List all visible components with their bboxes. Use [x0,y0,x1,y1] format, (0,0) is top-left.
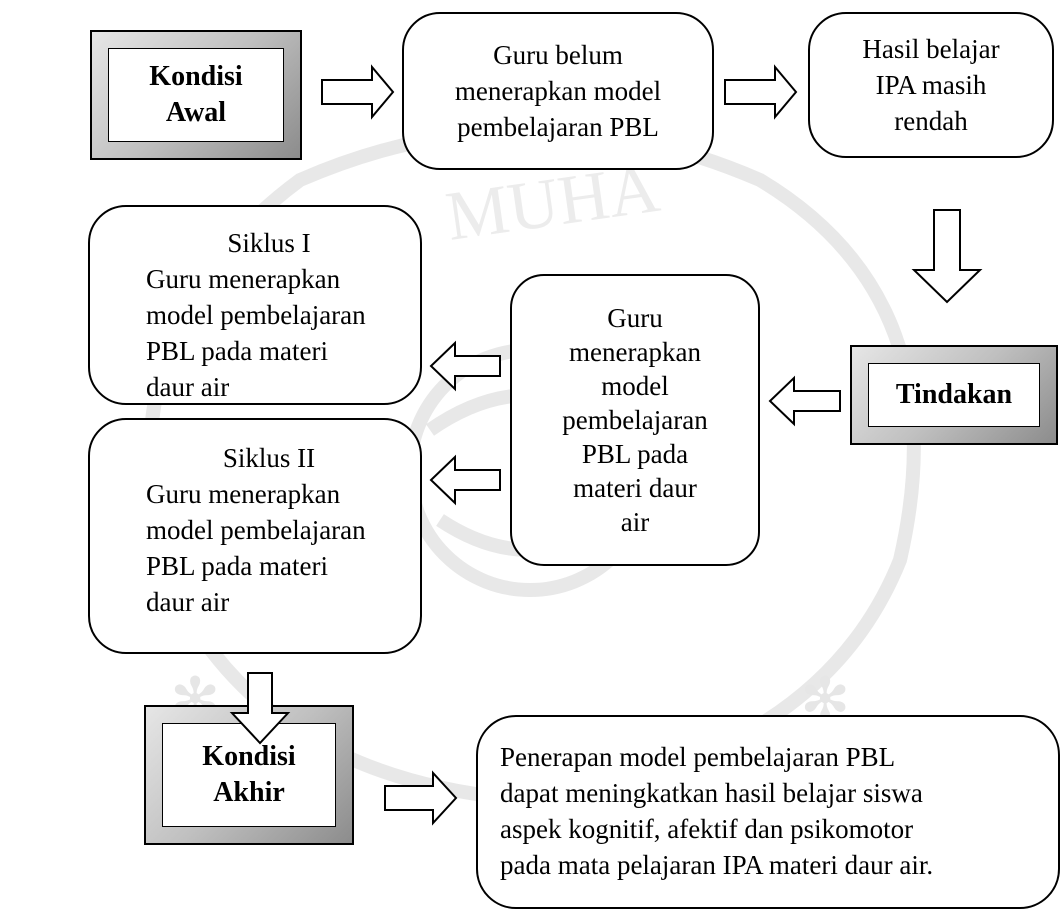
siklus-1-line-1: Guru menerapkan [146,264,341,294]
guru-belum-box: Guru belum menerapkan model pembelajaran… [402,12,714,170]
arrow-right-1 [321,64,395,120]
siklus-2-line-1: Guru menerapkan [146,479,341,509]
siklus-1-line-2: model pembelajaran [146,300,366,330]
arrow-left-3 [429,454,501,506]
arrow-left-1 [768,375,841,427]
guru-menerapkan-line-7: air [620,507,650,537]
siklus-1-line-4: daur air [146,372,230,402]
guru-belum-line-3: pembelajaran PBL [457,112,659,142]
hasil-belajar-box: Hasil belajar IPA masih rendah [808,12,1054,158]
guru-menerapkan-line-2: menerapkan [569,337,701,367]
siklus-1-box: Siklus I Guru menerapkan model pembelaja… [88,205,422,405]
penerapan-line-3: aspek kognitif, afektif dan psikomotor [500,814,914,844]
arrow-right-3 [384,770,458,826]
kondisi-akhir-line-2: Akhir [213,777,285,808]
penerapan-line-4: pada mata pelajaran IPA materi daur air. [500,850,934,880]
guru-menerapkan-box: Guru menerapkan model pembelajaran PBL p… [510,274,760,566]
arrow-right-2 [724,64,798,120]
kondisi-awal-line-2: Awal [165,97,227,128]
tindakan-label: Tindakan [868,363,1040,427]
tindakan-line-1: Tindakan [895,379,1013,410]
kondisi-akhir-line-1: Kondisi [202,741,296,772]
siklus-1-line-3: PBL pada materi [146,336,328,366]
guru-belum-line-2: menerapkan model [454,76,662,106]
kondisi-awal-line-1: Kondisi [149,61,243,92]
hasil-belajar-line-1: Hasil belajar [862,34,1000,64]
hasil-belajar-line-3: rendah [894,106,968,136]
penerapan-box: Penerapan model pembelajaran PBL dapat m… [476,715,1060,909]
siklus-2-box: Siklus II Guru menerapkan model pembelaj… [88,418,422,654]
penerapan-line-1: Penerapan model pembelajaran PBL [500,742,896,772]
arrow-down-1 [911,209,983,304]
siklus-1-title: Siklus I [227,228,311,258]
guru-menerapkan-line-3: model [601,371,669,401]
penerapan-line-2: dapat meningkatkan hasil belajar siswa [500,778,923,808]
kondisi-awal-box: Kondisi Awal [90,30,302,160]
guru-menerapkan-line-1: Guru [607,303,663,333]
tindakan-box: Tindakan [850,345,1058,445]
siklus-2-line-2: model pembelajaran [146,515,366,545]
hasil-belajar-line-2: IPA masih [875,70,987,100]
arrow-down-2 [229,672,291,745]
siklus-2-line-3: PBL pada materi [146,551,328,581]
guru-menerapkan-line-6: materi daur [573,473,697,503]
guru-menerapkan-line-5: PBL pada [581,439,689,469]
siklus-2-title: Siklus II [222,443,316,473]
guru-belum-line-1: Guru belum [493,40,623,70]
siklus-2-line-4: daur air [146,587,230,617]
guru-menerapkan-line-4: pembelajaran [562,405,708,435]
kondisi-awal-label: Kondisi Awal [108,48,284,142]
arrow-left-2 [429,340,501,392]
